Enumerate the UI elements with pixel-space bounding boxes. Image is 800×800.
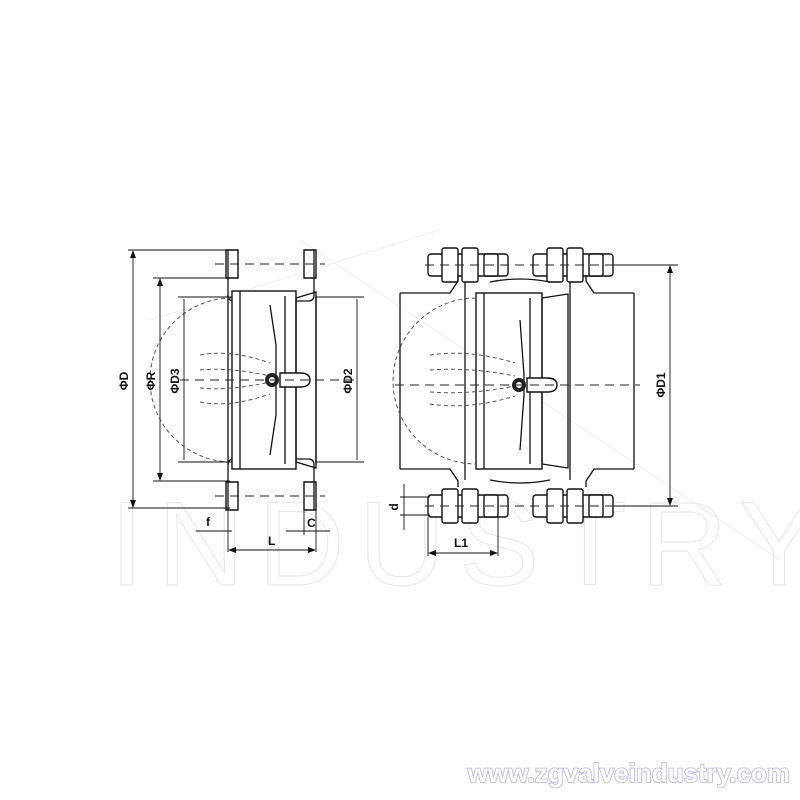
label-d: d	[387, 503, 401, 510]
label-phi-d2: ΦD2	[341, 368, 355, 394]
label-f: f	[206, 515, 211, 529]
label-c: C	[307, 516, 316, 530]
label-l: L	[268, 534, 275, 548]
label-phi-d: ΦD	[117, 371, 131, 390]
label-phi-r: ΦR	[144, 371, 158, 390]
watermark-big: INDUSTRY	[110, 229, 800, 612]
label-phi-d1: ΦD1	[654, 372, 668, 398]
label-phi-d3: ΦD3	[168, 368, 182, 394]
flanged-view: ΦD1 d L1	[387, 247, 678, 556]
watermark-url: www.zgvalveindustry.com	[467, 758, 790, 788]
wafer-view: ΦD ΦR ΦD3 ΦD2 f C L	[117, 249, 364, 553]
label-l1: L1	[454, 536, 468, 550]
